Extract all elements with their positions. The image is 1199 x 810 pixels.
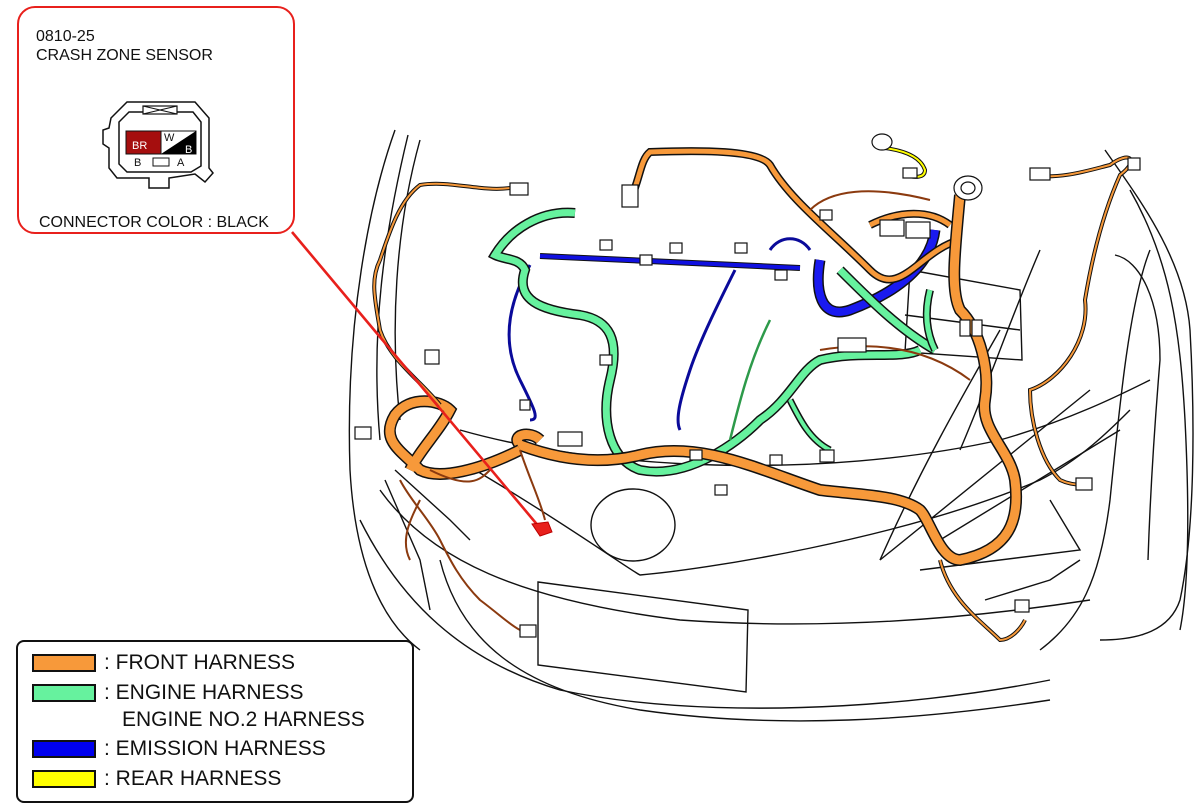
pin-b-wire-color: BR bbox=[132, 140, 148, 152]
legend-label: : FRONT HARNESS bbox=[104, 651, 295, 674]
callout-pointer-line bbox=[291, 231, 541, 529]
engine-harness-swatch bbox=[32, 684, 96, 702]
grommets bbox=[871, 133, 983, 201]
connector-color-label: CONNECTOR COLOR : BLACK bbox=[39, 214, 269, 231]
connector-face-view bbox=[102, 101, 214, 189]
front-harness-swatch bbox=[32, 654, 96, 672]
component-name: CRASH ZONE SENSOR bbox=[36, 47, 213, 64]
car-body-outline bbox=[348, 129, 1194, 722]
legend-sublabel-engine-no2: ENGINE NO.2 HARNESS bbox=[122, 708, 365, 731]
pin-a-wire-color-top: W bbox=[164, 132, 175, 144]
legend-item-emission-harness: : EMISSION HARNESS bbox=[32, 736, 326, 762]
emission-harness-swatch bbox=[32, 740, 96, 758]
pin-a-terminal-label: A bbox=[177, 157, 185, 169]
pin-a-cavity bbox=[161, 131, 196, 154]
pin-a-wire-color-bottom: B bbox=[185, 144, 193, 156]
misc-wires bbox=[399, 190, 931, 631]
engine-harness bbox=[487, 207, 939, 477]
emission-harness bbox=[507, 229, 941, 431]
legend-item-front-harness: : FRONT HARNESS bbox=[32, 650, 295, 676]
legend-label: : EMISSION HARNESS bbox=[104, 737, 326, 760]
component-code: 0810-25 bbox=[36, 28, 95, 45]
rear-harness-swatch bbox=[32, 770, 96, 788]
front-harness bbox=[372, 147, 1133, 643]
legend-item-rear-harness: : REAR HARNESS bbox=[32, 766, 281, 792]
legend-label: : ENGINE HARNESS bbox=[104, 681, 304, 704]
connectors bbox=[354, 157, 1141, 638]
legend-label: : REAR HARNESS bbox=[104, 767, 282, 790]
pin-b-terminal-label: B bbox=[134, 157, 142, 169]
legend-item-engine-harness: : ENGINE HARNESS bbox=[32, 680, 304, 706]
crash-zone-sensor-marker[interactable] bbox=[531, 521, 553, 537]
harness-legend: : FRONT HARNESS : ENGINE HARNESS ENGINE … bbox=[16, 640, 414, 803]
crash-zone-sensor-callout: 0810-25 CRASH ZONE SENSOR BR W B B A CON… bbox=[17, 6, 295, 234]
